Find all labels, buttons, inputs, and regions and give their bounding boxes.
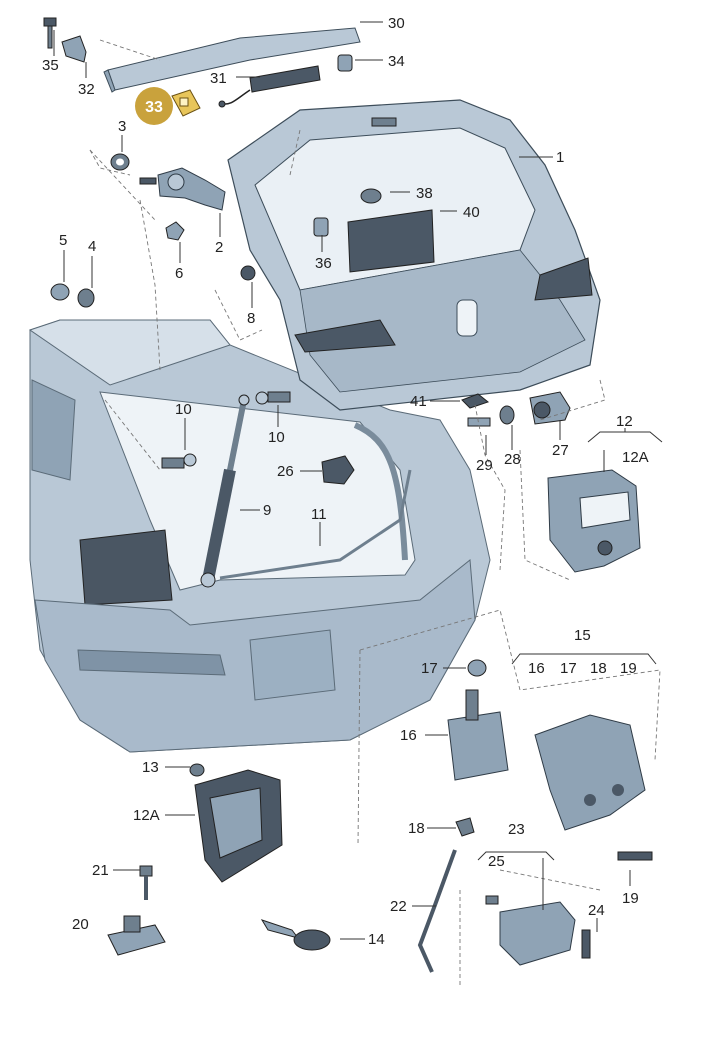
screw-part-19 xyxy=(617,851,653,861)
callout-18-group[interactable]: 18 xyxy=(590,660,607,677)
washer-part-4 xyxy=(77,288,95,308)
callout-24[interactable]: 24 xyxy=(588,902,605,919)
callout-2[interactable]: 2 xyxy=(215,239,223,256)
pin-part-29 xyxy=(467,417,491,427)
part-33-clip-highlighted[interactable]: 33 xyxy=(135,87,201,125)
callout-41[interactable]: 41 xyxy=(410,393,427,410)
roof-spoiler xyxy=(103,27,361,93)
callout-31[interactable]: 31 xyxy=(210,70,227,87)
callout-26[interactable]: 26 xyxy=(277,463,294,480)
bolt-part-13 xyxy=(189,763,205,777)
callout-22[interactable]: 22 xyxy=(390,898,407,915)
leader-lines xyxy=(53,21,663,940)
nut-part-6 xyxy=(165,221,185,241)
rubber-part-8 xyxy=(240,265,256,281)
screw-part-24 xyxy=(581,929,591,959)
screw-part-21 xyxy=(139,865,153,900)
callout-12A-top[interactable]: 12A xyxy=(622,449,649,466)
callout-labels: 30 34 31 1 38 40 36 2 6 5 4 8 3 35 32 10… xyxy=(42,15,649,948)
rod-part-22 xyxy=(417,849,457,973)
ball-stud-lower-part-10 xyxy=(161,453,197,469)
lock-cylinder-part-27 xyxy=(529,391,571,425)
callout-13[interactable]: 13 xyxy=(142,759,159,776)
callout-15[interactable]: 15 xyxy=(574,627,591,644)
highlight-badge-circle xyxy=(135,87,173,125)
callout-34[interactable]: 34 xyxy=(388,53,405,70)
handle-part-12 xyxy=(547,469,641,573)
callout-20[interactable]: 20 xyxy=(72,916,89,933)
bracket-part-32 xyxy=(61,35,87,63)
callout-16-group[interactable]: 16 xyxy=(528,660,545,677)
washer-part-3 xyxy=(110,153,130,171)
bumper-stop-part-36 xyxy=(313,217,329,237)
ball-stud-upper-part-10 xyxy=(255,391,291,405)
callout-18[interactable]: 18 xyxy=(408,820,425,837)
callout-4[interactable]: 4 xyxy=(88,238,96,255)
third-brake-light xyxy=(218,65,321,108)
clip-part-18 xyxy=(455,817,475,837)
callout-10-lower[interactable]: 10 xyxy=(175,401,192,418)
callout-40[interactable]: 40 xyxy=(463,204,480,221)
lock-mechanism-part-15 xyxy=(534,714,646,831)
callout-12A-bottom[interactable]: 12A xyxy=(133,807,160,824)
callout-38[interactable]: 38 xyxy=(416,185,433,202)
callout-1[interactable]: 1 xyxy=(556,149,564,166)
nut-part-5 xyxy=(50,283,70,301)
callout-8[interactable]: 8 xyxy=(247,310,255,327)
callout-27[interactable]: 27 xyxy=(552,442,569,459)
callout-19[interactable]: 19 xyxy=(622,890,639,907)
callout-11[interactable]: 11 xyxy=(311,506,327,523)
hinge-assembly xyxy=(139,167,226,211)
screw-part-25 xyxy=(485,895,499,905)
callout-29[interactable]: 29 xyxy=(476,457,493,474)
buffer-part-34 xyxy=(337,54,353,72)
screw-part-35 xyxy=(43,17,57,49)
handle-housing-part-12A xyxy=(194,769,283,883)
callout-9[interactable]: 9 xyxy=(263,502,271,519)
callout-30[interactable]: 30 xyxy=(388,15,405,32)
callout-5[interactable]: 5 xyxy=(59,232,67,249)
actuator-part-16 xyxy=(447,689,509,781)
callout-32[interactable]: 32 xyxy=(78,81,95,98)
callout-3[interactable]: 3 xyxy=(118,118,126,135)
striker-part-23 xyxy=(499,901,576,966)
callout-6[interactable]: 6 xyxy=(175,265,183,282)
tailgate-panel xyxy=(227,99,601,411)
seal-part-28 xyxy=(499,405,515,425)
highlight-badge-label: 33 xyxy=(145,99,163,116)
buffer-part-26 xyxy=(321,455,355,485)
clip-part-41 xyxy=(461,393,490,409)
callout-35[interactable]: 35 xyxy=(42,57,59,74)
callout-10-upper[interactable]: 10 xyxy=(268,429,285,446)
callout-28[interactable]: 28 xyxy=(504,451,521,468)
callout-25[interactable]: 25 xyxy=(488,853,505,870)
callout-23[interactable]: 23 xyxy=(508,821,525,838)
seal-strip-part-11 xyxy=(219,469,412,580)
callout-16[interactable]: 16 xyxy=(400,727,417,744)
callout-17-group[interactable]: 17 xyxy=(560,660,577,677)
callout-12[interactable]: 12 xyxy=(616,413,633,430)
callout-21[interactable]: 21 xyxy=(92,862,109,879)
gas-strut xyxy=(200,394,250,588)
callout-19-group[interactable]: 19 xyxy=(620,660,637,677)
callout-14[interactable]: 14 xyxy=(368,931,385,948)
sensor-part-17 xyxy=(467,659,487,677)
callout-36[interactable]: 36 xyxy=(315,255,332,272)
bracket-part-20 xyxy=(107,915,166,956)
car-body-rear xyxy=(28,319,491,753)
callout-17[interactable]: 17 xyxy=(421,660,438,677)
key-part-14 xyxy=(260,919,331,951)
assembly-dashed-lines xyxy=(89,39,661,985)
